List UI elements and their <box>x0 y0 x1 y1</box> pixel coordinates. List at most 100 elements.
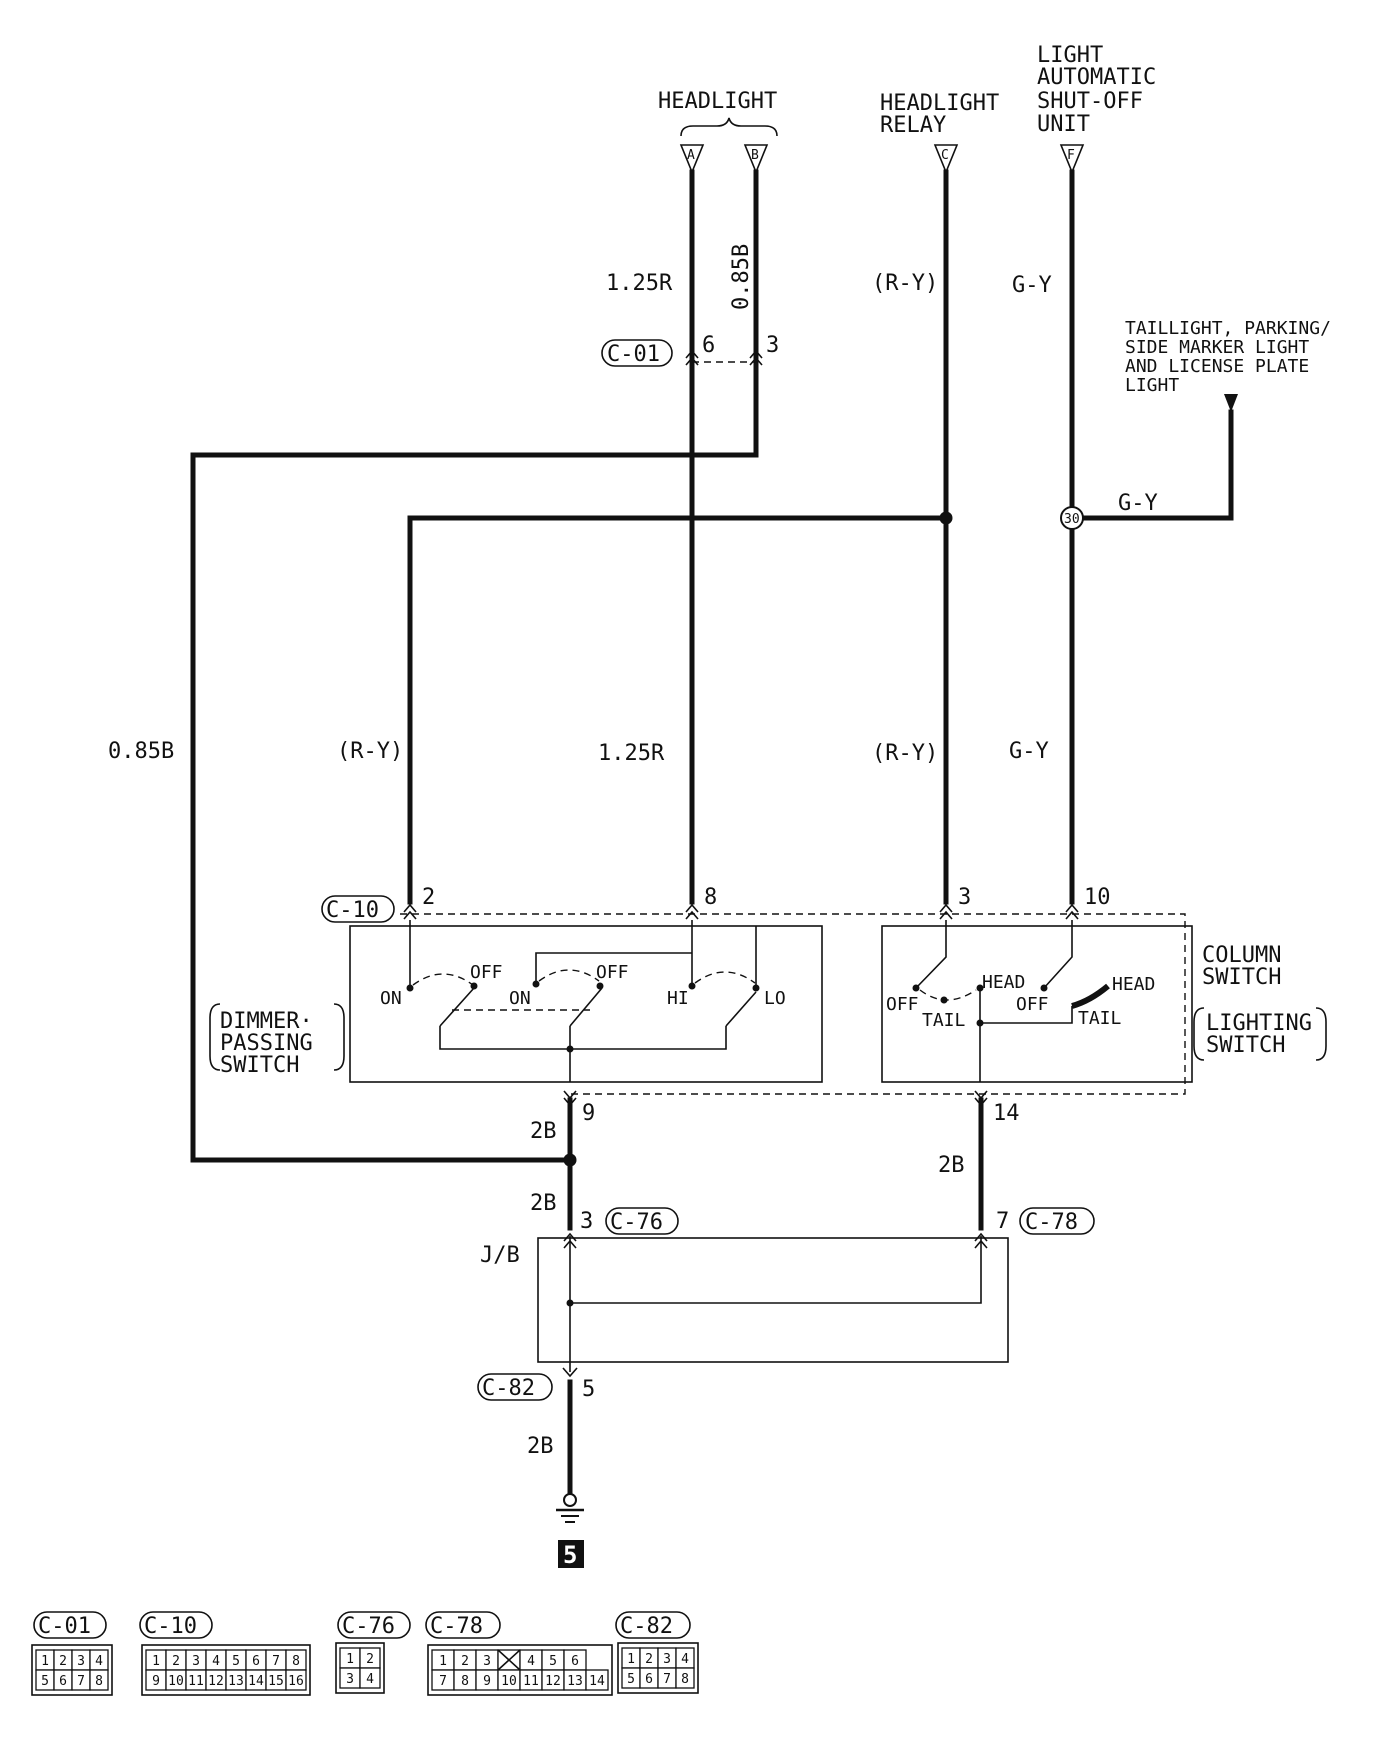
wire-label-085b-top: 0.85B <box>729 244 754 310</box>
cavity-number: 10 <box>168 1674 184 1689</box>
pos-off-lighting-2: OFF <box>1016 994 1049 1015</box>
cavity-number: 6 <box>59 1674 67 1689</box>
cavity-number: 15 <box>268 1674 284 1689</box>
headlight-brace <box>680 117 778 137</box>
pos-tail-1: TAIL <box>922 1010 966 1031</box>
pos-tail-2: TAIL <box>1078 1008 1122 1029</box>
pin-mark-icon <box>974 1090 988 1107</box>
pin-c10-2: 2 <box>422 885 435 910</box>
ground-symbol: 5 <box>556 1493 584 1569</box>
cavity-number: 1 <box>439 1654 447 1669</box>
cavity-number: 4 <box>95 1654 103 1669</box>
pin-mark-icon <box>749 349 763 366</box>
wire-label-gy-top: G-Y <box>1012 273 1052 298</box>
terminal-c-tag: C <box>941 148 949 163</box>
connector-label-c10: C-10 <box>326 898 379 923</box>
connector-label-c01: C-01 <box>607 342 660 367</box>
cavity-number: 6 <box>645 1672 653 1687</box>
wires <box>190 169 1234 1498</box>
wire-label-2b-d: 2B <box>527 1434 554 1459</box>
connector-label-c78: C-78 <box>1025 1210 1078 1235</box>
cavity-number: 14 <box>589 1674 605 1689</box>
wire-label-125r-top: 1.25R <box>606 271 673 296</box>
connector-housing <box>335 1642 385 1694</box>
cavity-number: 4 <box>681 1652 689 1667</box>
dimmer-label-line2: PASSING <box>220 1031 313 1056</box>
wire-taillight <box>1078 409 1234 521</box>
pos-hi: HI <box>667 988 689 1009</box>
cavity-number: 8 <box>95 1674 103 1689</box>
pin-c10-8: 8 <box>704 885 717 910</box>
pin-mark-icon <box>974 1232 988 1249</box>
column-switch-label-line2: SWITCH <box>1202 965 1281 990</box>
pin-mark-icon <box>563 1232 577 1249</box>
cavity-number: 9 <box>483 1674 491 1689</box>
ground-eyelet-icon <box>563 1493 577 1507</box>
taillight-label-line1: TAILLIGHT, PARKING/ <box>1125 318 1331 339</box>
pos-head-2: HEAD <box>1112 974 1155 995</box>
connector-tag-c10 <box>321 895 395 923</box>
junction-dot <box>939 511 953 525</box>
cavity-number: 4 <box>366 1672 374 1687</box>
cavity-number: 16 <box>288 1674 304 1689</box>
shutoff-label-line3: SHUT-OFF <box>1037 89 1143 114</box>
pos-off-lighting-1: OFF <box>886 994 919 1015</box>
junction-block-box <box>537 1237 1009 1363</box>
lighting-switch-box <box>881 925 1193 1083</box>
cavity-number: 6 <box>252 1654 260 1669</box>
paren-icon <box>333 1003 345 1071</box>
wire-headlight-b <box>190 169 759 1163</box>
connector-cavity <box>89 1669 109 1691</box>
connector-cavity <box>675 1667 695 1689</box>
cavity-number: 14 <box>248 1674 264 1689</box>
connector-c01: C-01 6 3 <box>601 333 779 367</box>
lighting-label-line1: LIGHTING <box>1206 1011 1312 1036</box>
pin-c76-3: 3 <box>580 1209 593 1234</box>
connector-cavity <box>585 1669 609 1691</box>
pin-mark-icon <box>939 903 953 920</box>
taillight-label-line4: LIGHT <box>1125 375 1179 396</box>
pos-lo: LO <box>764 988 786 1009</box>
wire-labels: 1.25R 0.85B (R-Y) G-Y G-Y 0.85B (R-Y) 1.… <box>108 244 1158 1459</box>
cavity-number: 6 <box>571 1654 579 1669</box>
wire-label-ry-mid: (R-Y) <box>872 741 938 766</box>
cavity-number: 2 <box>59 1654 67 1669</box>
wire-label-ry-left: (R-Y) <box>337 739 403 764</box>
cavity-number: 5 <box>41 1674 49 1689</box>
shutoff-label-line1: LIGHT <box>1037 43 1103 68</box>
pos-head-1: HEAD <box>982 972 1025 993</box>
cavity-number: 8 <box>681 1672 689 1687</box>
connector-housing <box>427 1644 613 1696</box>
wire-label-ry-top: (R-Y) <box>872 271 938 296</box>
pin-c01-3: 3 <box>766 333 779 358</box>
pin-mark-icon <box>1065 903 1079 920</box>
cavity-number: 2 <box>366 1652 374 1667</box>
pin-c10-10: 10 <box>1084 885 1111 910</box>
taillight-label-line2: SIDE MARKER LIGHT <box>1125 337 1309 358</box>
pos-on-2: ON <box>509 988 531 1009</box>
pin-c10-14: 14 <box>993 1101 1020 1126</box>
dimmer-label-line1: DIMMER· <box>220 1009 313 1034</box>
shutoff-label-line2: AUTOMATIC <box>1037 65 1156 90</box>
connector-cavity <box>285 1669 307 1691</box>
connector-label-c82: C-82 <box>482 1376 535 1401</box>
wire-label-125r-mid: 1.25R <box>598 741 665 766</box>
pin-mark-icon <box>685 903 699 920</box>
cavity-number: 7 <box>663 1672 671 1687</box>
cavity-number: 7 <box>439 1674 447 1689</box>
connector-tag-c01 <box>601 339 673 367</box>
connector-tag-c76 <box>605 1207 679 1235</box>
pin-c01-6: 6 <box>702 333 715 358</box>
cross-icon <box>497 1649 521 1671</box>
pin-c78-7: 7 <box>996 1209 1009 1234</box>
view-label-c10: C-10 <box>144 1614 197 1639</box>
connector-tag-c82 <box>477 1373 553 1401</box>
pin-c10-9: 9 <box>582 1101 595 1126</box>
cavity-number: 9 <box>152 1674 160 1689</box>
